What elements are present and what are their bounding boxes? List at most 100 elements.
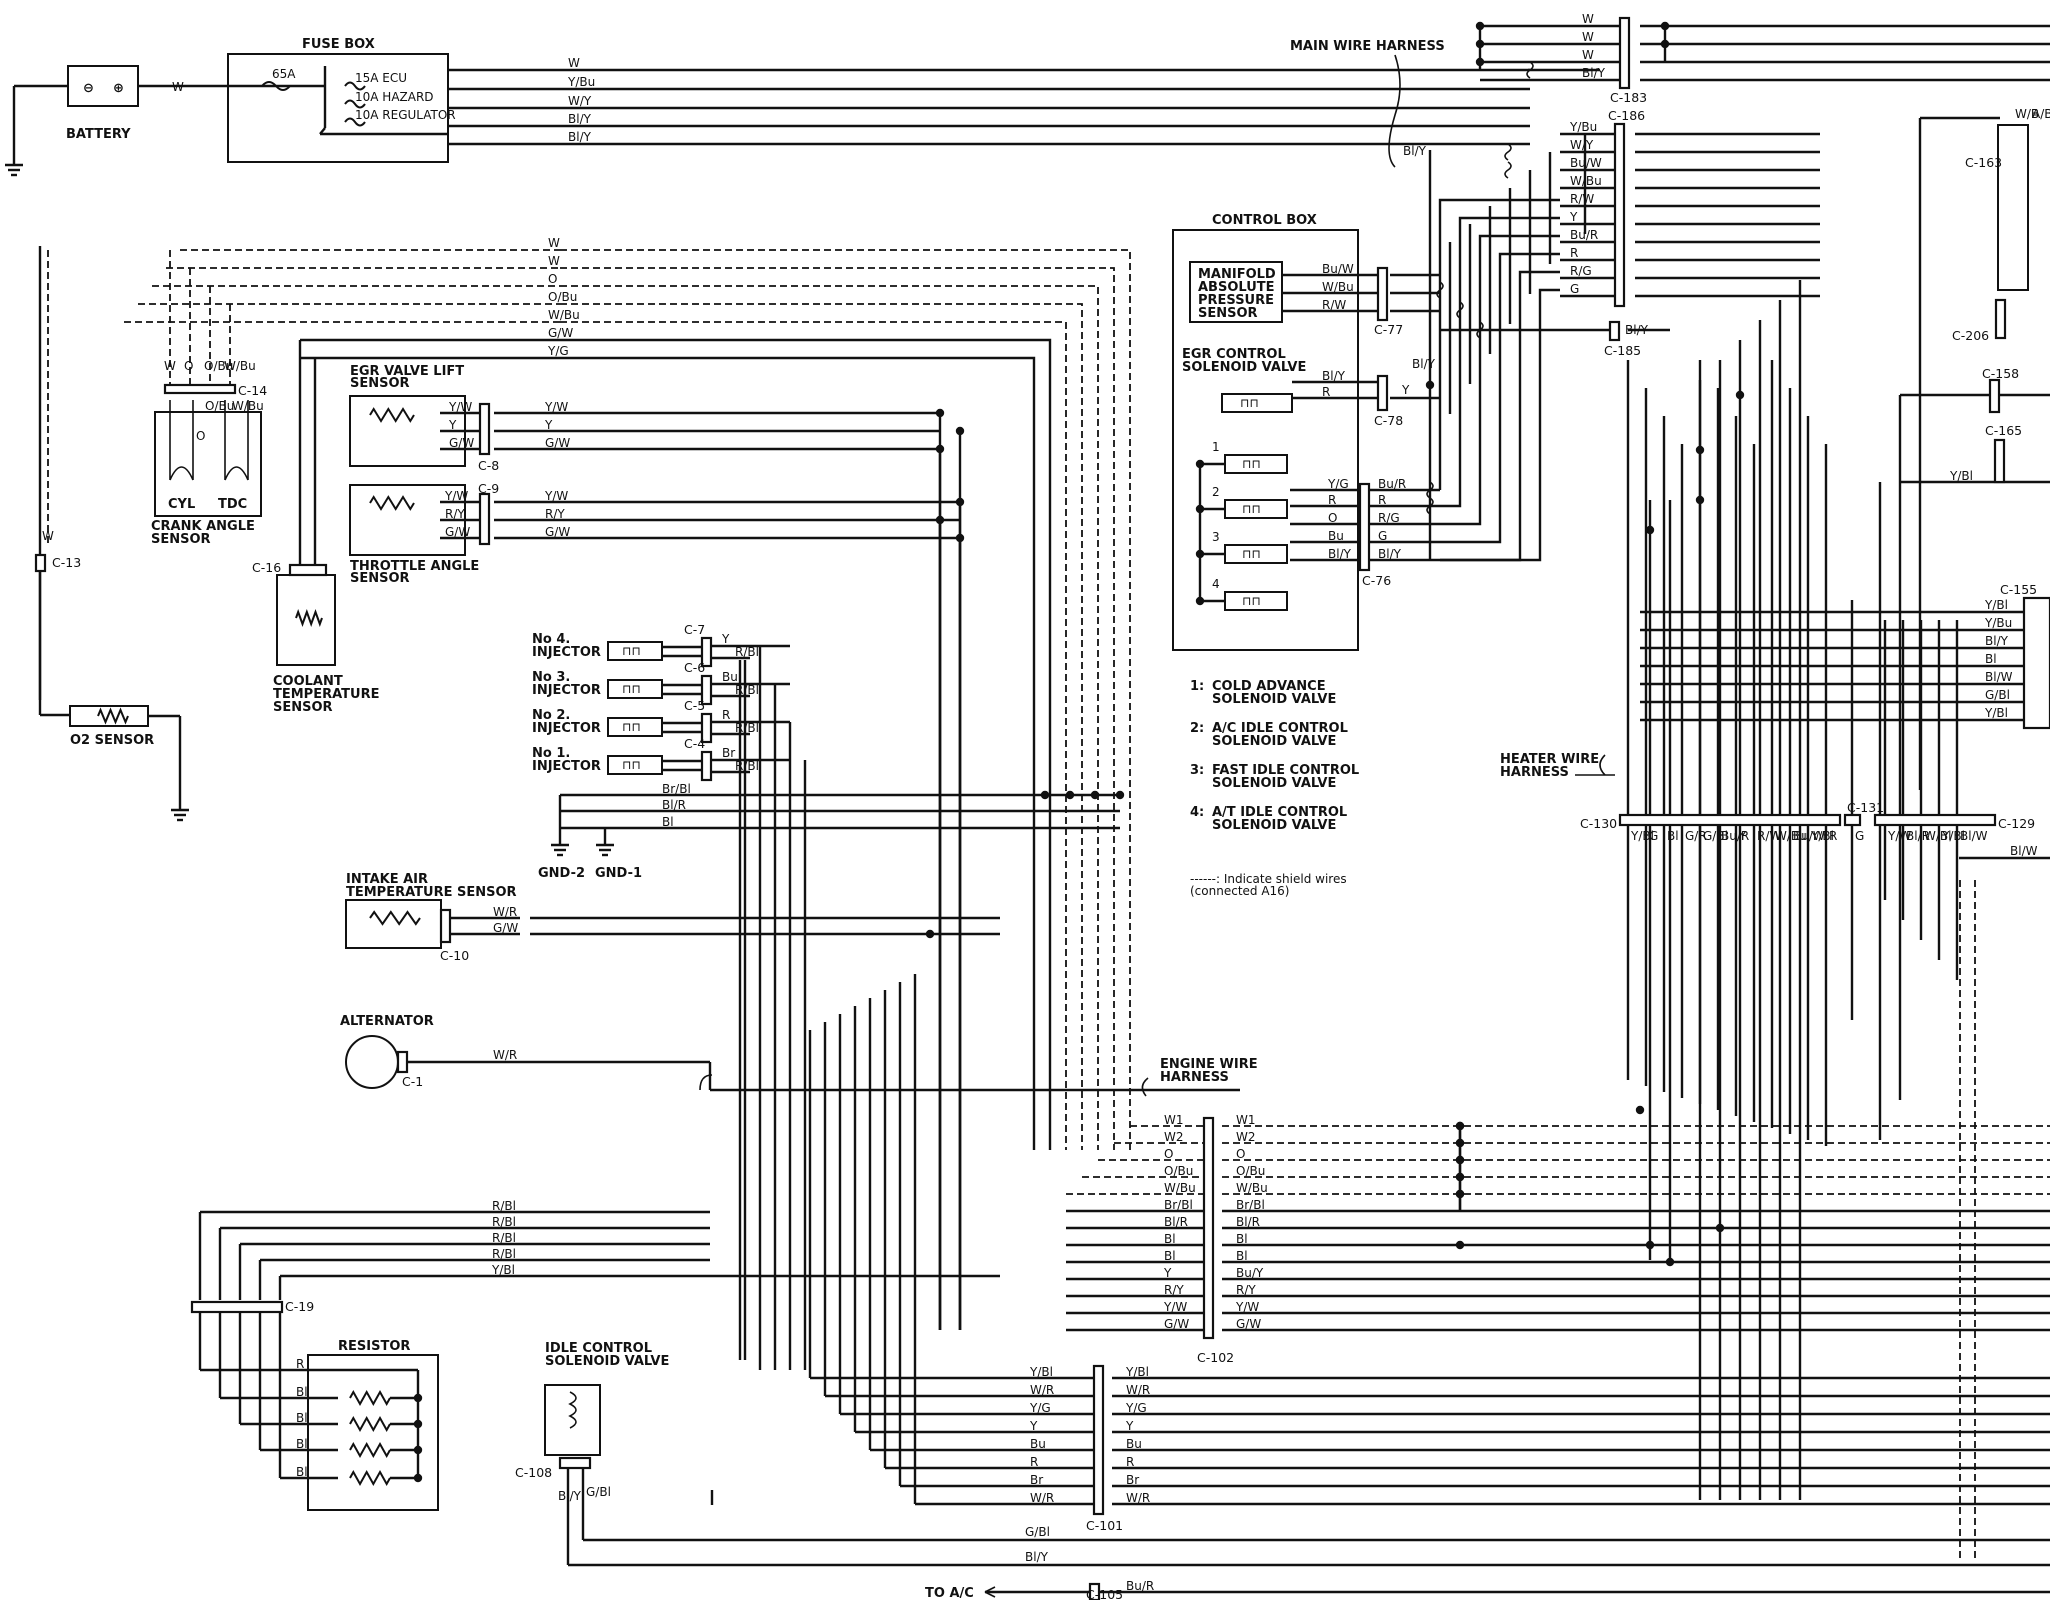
c101-right-label: W/R <box>1126 1383 1150 1397</box>
to-ac-arrow <box>984 1586 996 1598</box>
heater-harness-label: HARNESS <box>1500 765 1569 780</box>
upper-bus-label: W <box>548 236 560 250</box>
c76-left-label: Bu <box>1328 529 1344 543</box>
injector-label: INJECTOR <box>532 721 601 736</box>
control-splice <box>1425 380 1435 390</box>
c105-wire-label: Bu/R <box>1126 1579 1154 1593</box>
throttle-element <box>369 495 415 511</box>
resistor-lead-label: R <box>296 1357 304 1371</box>
injector-connector-label: C-4 <box>684 736 705 751</box>
upper-bus-label: W/Bu <box>548 308 580 322</box>
c10-wire-label: G/W <box>493 921 518 935</box>
injector-body <box>607 679 663 699</box>
engine-harness-label: HARNESS <box>1160 1070 1229 1085</box>
c131-connector <box>1843 813 1862 827</box>
c76-left-label: O <box>1328 511 1337 525</box>
alternator-wire-label: W/R <box>493 1048 517 1062</box>
c9-pigtail-label: Y/W <box>444 489 468 503</box>
c76-right-label: R/G <box>1378 511 1400 525</box>
control-box-splice <box>1195 504 1205 514</box>
c102-left-label: Bl/R <box>1164 1215 1188 1229</box>
injector-wire-label: R/Bl <box>735 721 759 735</box>
injector-label: No 2. <box>532 708 570 723</box>
c19-label: C-19 <box>285 1299 314 1314</box>
battery-neg-terminal: ⊖ <box>83 81 94 96</box>
gnd2-label: GND-2 <box>538 866 585 881</box>
c183-wire-label: Bl/Y <box>1582 66 1606 80</box>
injector-wire-label: R <box>722 708 730 722</box>
c130-pin-label: G <box>1649 829 1658 843</box>
map-sensor-label: PRESSURE <box>1198 293 1274 308</box>
resistor-splice <box>413 1419 423 1429</box>
c155-wire-label: Y/Bl <box>1984 706 2008 720</box>
c14-lower-label: O/Bu <box>205 399 234 413</box>
c130-pin-label: Bl <box>1667 829 1679 843</box>
control-riser <box>1440 234 1560 526</box>
c102-left-label: O <box>1164 1147 1173 1161</box>
c163-wire-label: W/B <box>2015 107 2039 121</box>
c8-connector <box>478 402 491 456</box>
idle-solenoid-number: 4 <box>1212 577 1220 591</box>
coolant-label: SENSOR <box>273 700 333 715</box>
injector-connector <box>700 636 713 668</box>
c186-wire-label: R/W <box>1570 192 1594 206</box>
c9-connector <box>478 492 491 546</box>
resistor-lead-label: Bl <box>296 1385 308 1399</box>
c186-label: C-186 <box>1608 108 1645 123</box>
crank-angle-label: SENSOR <box>151 532 211 547</box>
c108-wire-label: Bl/Y <box>558 1489 582 1503</box>
fuse-symbol <box>344 81 366 91</box>
ground-trace-label: Bl <box>662 815 674 829</box>
bus-splice <box>1635 1105 1645 1115</box>
ground-splice <box>1065 790 1075 800</box>
c101-left-label: Bu <box>1030 1437 1046 1451</box>
c19-wire-label: Y/Bl <box>491 1263 515 1277</box>
injector-wire-label: R/Bl <box>735 645 759 659</box>
c102-right-label: G/W <box>1236 1317 1261 1331</box>
c101-right-label: Y <box>1125 1419 1134 1433</box>
injector-coil: ⊓⊓ <box>622 758 641 772</box>
c155-connector <box>2022 596 2050 730</box>
intake-air-label: TEMPERATURE SENSOR <box>346 885 517 900</box>
c102-left-label: W/Bu <box>1164 1181 1196 1195</box>
c16-connector <box>288 563 328 577</box>
c101-label: C-101 <box>1086 1518 1123 1533</box>
c78-wire-label: R <box>1322 385 1330 399</box>
battery-label: BATTERY <box>66 127 131 142</box>
c186-wire-label: Bu/W <box>1570 156 1602 170</box>
c77-wire-label: Bu/W <box>1322 262 1354 276</box>
c130-pin-label: G/Bl <box>1703 829 1728 843</box>
c19-wire-label: R/Bl <box>492 1247 516 1261</box>
c9-label: C-9 <box>478 481 499 496</box>
main-trunk-wire-label: Bl/Y <box>568 130 592 144</box>
fuse-box-label: FUSE BOX <box>302 37 375 52</box>
heater-harness-label: HEATER WIRE <box>1500 752 1599 767</box>
c13-label: C-13 <box>52 555 81 570</box>
c163-wire-label: A/B <box>2032 107 2050 121</box>
bottom-wire-label: Bl/Y <box>1025 1550 1049 1564</box>
c129-pin-label: Bl/W <box>1960 829 1988 843</box>
c77-label: C-77 <box>1374 322 1403 337</box>
c155-wire-label: Y/Bu <box>1984 616 2012 630</box>
control-box-splice <box>1195 459 1205 469</box>
c76-left-label: R <box>1328 493 1336 507</box>
ground-splice <box>1090 790 1100 800</box>
main-harness-bracket <box>1388 54 1401 168</box>
ground-trace-label: Bl/R <box>662 798 686 812</box>
c76-connector <box>1358 482 1371 572</box>
c155-wire-label: Bl/W <box>1985 670 2013 684</box>
idle-valve-coil <box>568 1391 577 1429</box>
c158-connector <box>1988 378 2001 414</box>
egr-lift-label: SENSOR <box>350 376 410 391</box>
c186-wire-label: R <box>1570 246 1578 260</box>
fuse-hazard-label: 10A HAZARD <box>355 90 434 104</box>
c155-label: C-155 <box>2000 582 2037 597</box>
c8-label: C-8 <box>478 458 499 473</box>
egr-lift-element <box>369 407 415 423</box>
crank-coil-symbol <box>224 400 249 481</box>
map-sensor-label: MANIFOLD <box>1198 267 1276 282</box>
legend-text: A/T IDLE CONTROL <box>1212 805 1347 820</box>
c101-right-label: Bu <box>1126 1437 1142 1451</box>
map-sensor-label: SENSOR <box>1198 306 1258 321</box>
